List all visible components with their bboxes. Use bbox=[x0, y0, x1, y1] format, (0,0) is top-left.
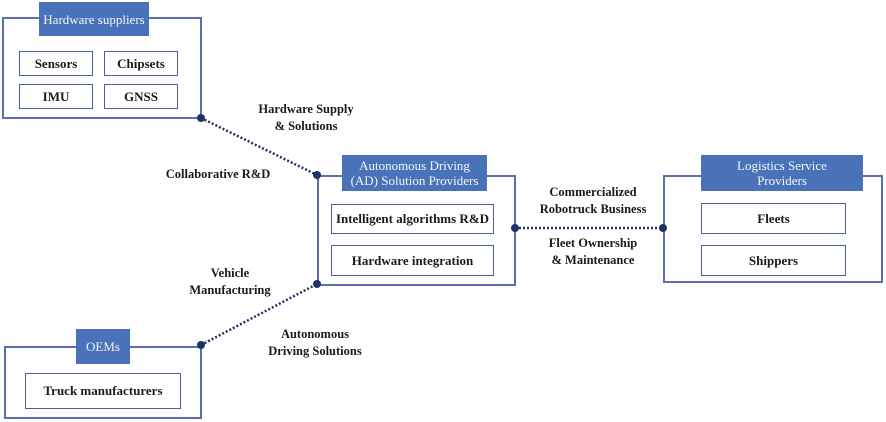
item-truck-manufacturers: Truck manufacturers bbox=[25, 373, 181, 409]
label-line: Vehicle bbox=[210, 266, 250, 280]
connector-hardware-ad bbox=[200, 116, 318, 177]
ad-header-line2: (AD) Solution Providers bbox=[350, 173, 479, 188]
logistics-service-providers-header: Logistics Service Providers bbox=[701, 155, 863, 191]
item-sensors: Sensors bbox=[19, 51, 93, 76]
label-line: Autonomous bbox=[280, 327, 350, 341]
label-commercialized-robotruck: Commercialized Robotruck Business bbox=[540, 184, 647, 218]
connector-dot bbox=[313, 171, 321, 179]
item-intelligent-algorithms: Intelligent algorithms R&D bbox=[331, 204, 494, 234]
item-shippers: Shippers bbox=[701, 245, 846, 276]
connector-oems-ad bbox=[200, 282, 318, 347]
connector-dot bbox=[197, 341, 205, 349]
label-line: Driving Solutions bbox=[268, 344, 362, 358]
label-fleet-ownership: Fleet Ownership & Maintenance bbox=[549, 235, 638, 269]
ad-header-line1: Autonomous Driving bbox=[359, 158, 470, 173]
label-line: Robotruck Business bbox=[539, 202, 647, 216]
label-line: Commercialized bbox=[549, 185, 637, 199]
label-autonomous-driving-solutions: Autonomous Driving Solutions bbox=[268, 326, 361, 360]
ad-solution-providers-header: Autonomous Driving (AD) Solution Provide… bbox=[342, 155, 487, 191]
connector-dot bbox=[511, 224, 519, 232]
label-line: Collaborative R&D bbox=[165, 167, 271, 181]
label-hardware-supply: Hardware Supply & Solutions bbox=[258, 101, 353, 135]
label-line: & Solutions bbox=[274, 119, 338, 133]
label-line: Manufacturing bbox=[189, 283, 271, 297]
item-imu: IMU bbox=[19, 84, 93, 109]
connector-dot bbox=[313, 280, 321, 288]
connector-dot bbox=[659, 224, 667, 232]
connector-dot bbox=[197, 114, 205, 122]
item-fleets: Fleets bbox=[701, 203, 846, 234]
oems-header: OEMs bbox=[76, 329, 130, 364]
label-line: & Maintenance bbox=[551, 253, 635, 267]
item-gnss: GNSS bbox=[104, 84, 178, 109]
label-line: Hardware Supply bbox=[258, 102, 354, 116]
item-chipsets: Chipsets bbox=[104, 51, 178, 76]
label-line: Fleet Ownership bbox=[548, 236, 638, 250]
logistics-header-line1: Logistics Service bbox=[737, 158, 827, 173]
item-hardware-integration: Hardware integration bbox=[331, 245, 494, 276]
logistics-header-line2: Providers bbox=[757, 173, 807, 188]
label-collaborative-rd: Collaborative R&D bbox=[166, 166, 271, 183]
label-vehicle-manufacturing: Vehicle Manufacturing bbox=[189, 265, 270, 299]
hardware-suppliers-header: Hardware suppliers bbox=[39, 2, 149, 36]
